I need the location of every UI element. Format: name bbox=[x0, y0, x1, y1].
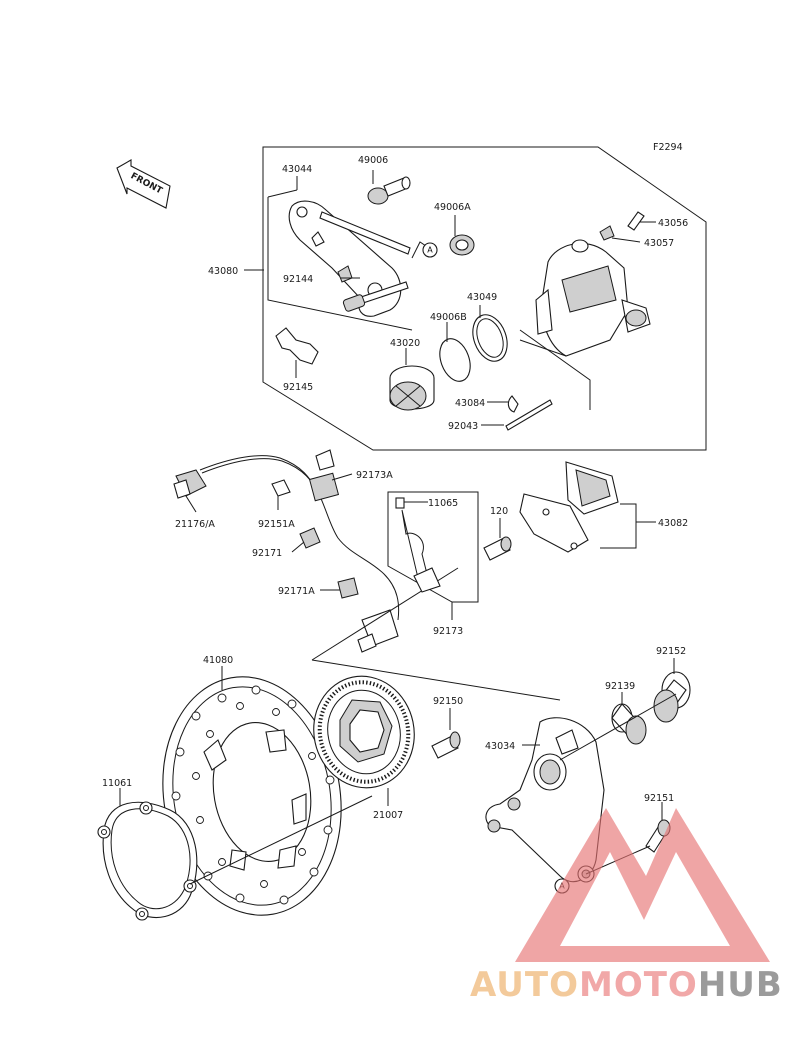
part-label: 21176/A bbox=[175, 519, 215, 530]
caliper-bracket bbox=[288, 200, 402, 317]
watermark-text-auto: AUTO bbox=[470, 965, 579, 1005]
part-label: 43044 bbox=[282, 164, 312, 175]
part-label: 92152 bbox=[656, 646, 686, 657]
seal-43049 bbox=[472, 314, 508, 362]
pad-pin-92043 bbox=[505, 399, 553, 431]
axle-line bbox=[189, 795, 373, 885]
part-label: 49006A bbox=[434, 202, 471, 213]
part-label: 92043 bbox=[448, 421, 478, 432]
part-label: 92151 bbox=[644, 793, 674, 804]
pin-boot-49006A bbox=[449, 234, 475, 256]
part-label: 120 bbox=[490, 506, 508, 517]
part-label: 49006 bbox=[358, 155, 388, 166]
part-label: 92171 bbox=[252, 548, 282, 559]
leaders-wiring bbox=[185, 473, 501, 620]
ref-marker-a-upper: A bbox=[422, 242, 438, 258]
part-label: 92139 bbox=[605, 681, 635, 692]
brake-pads-43082 bbox=[519, 461, 656, 553]
part-label: 43057 bbox=[644, 238, 674, 249]
part-label: 92173 bbox=[433, 626, 463, 637]
svg-text:A: A bbox=[427, 246, 433, 255]
collar-92139 bbox=[611, 703, 647, 745]
part-label: 43020 bbox=[390, 338, 420, 349]
part-label: 43080 bbox=[208, 266, 238, 277]
part-label: 11065 bbox=[428, 498, 458, 509]
svg-text:AUTOMOTOHUB: AUTOMOTOHUB bbox=[470, 965, 783, 1005]
part-label: 43056 bbox=[658, 218, 688, 229]
seal-49006B bbox=[439, 338, 471, 382]
caliper-body bbox=[519, 239, 651, 357]
part-label: 43082 bbox=[658, 518, 688, 529]
part-label: 43049 bbox=[467, 292, 497, 303]
screw-92151A bbox=[271, 479, 291, 497]
watermark-text-hub: HUB bbox=[698, 965, 783, 1005]
part-label: 41080 bbox=[203, 655, 233, 666]
caliper-assembly-outline bbox=[262, 146, 707, 451]
part-label: 92144 bbox=[283, 274, 313, 285]
bleeder-43056 bbox=[627, 211, 645, 231]
sensor-bracket-92173 bbox=[387, 491, 479, 603]
part-labels: 43044 49006 49006A 43056 43057 43080 921… bbox=[102, 155, 688, 821]
front-arrow-icon: FRONT bbox=[116, 159, 171, 209]
sleeve-92152 bbox=[653, 671, 691, 723]
part-label: 43034 bbox=[485, 741, 515, 752]
piston-43020 bbox=[389, 365, 435, 411]
watermark-triangle-icon bbox=[515, 808, 770, 962]
sensor-rotor-21007 bbox=[313, 675, 415, 789]
part-label: 92151A bbox=[258, 519, 295, 530]
watermark-text-moto: MOTO bbox=[579, 965, 698, 1005]
part-label: 11061 bbox=[102, 778, 132, 789]
pad-spring-92145 bbox=[275, 327, 319, 365]
slide-pin-upper bbox=[319, 211, 411, 255]
watermark-logo: AUTOMOTOHUB bbox=[470, 808, 783, 1005]
clip-43084 bbox=[507, 395, 519, 413]
pin-boot-49006 bbox=[367, 176, 411, 205]
figure-code: F2294 bbox=[653, 142, 683, 153]
part-label: 21007 bbox=[373, 810, 403, 821]
part-label: 43084 bbox=[455, 398, 485, 409]
part-label: 92145 bbox=[283, 382, 313, 393]
gasket-11061 bbox=[97, 801, 198, 921]
brake-disc-41080 bbox=[162, 676, 342, 916]
axis-line-holder bbox=[559, 693, 677, 761]
part-label: 49006B bbox=[430, 312, 467, 323]
part-label: 92171A bbox=[278, 586, 315, 597]
slide-pin-end bbox=[342, 294, 366, 312]
part-label: 92150 bbox=[433, 696, 463, 707]
part-label: 92173A bbox=[356, 470, 393, 481]
cap-43057 bbox=[599, 225, 615, 241]
